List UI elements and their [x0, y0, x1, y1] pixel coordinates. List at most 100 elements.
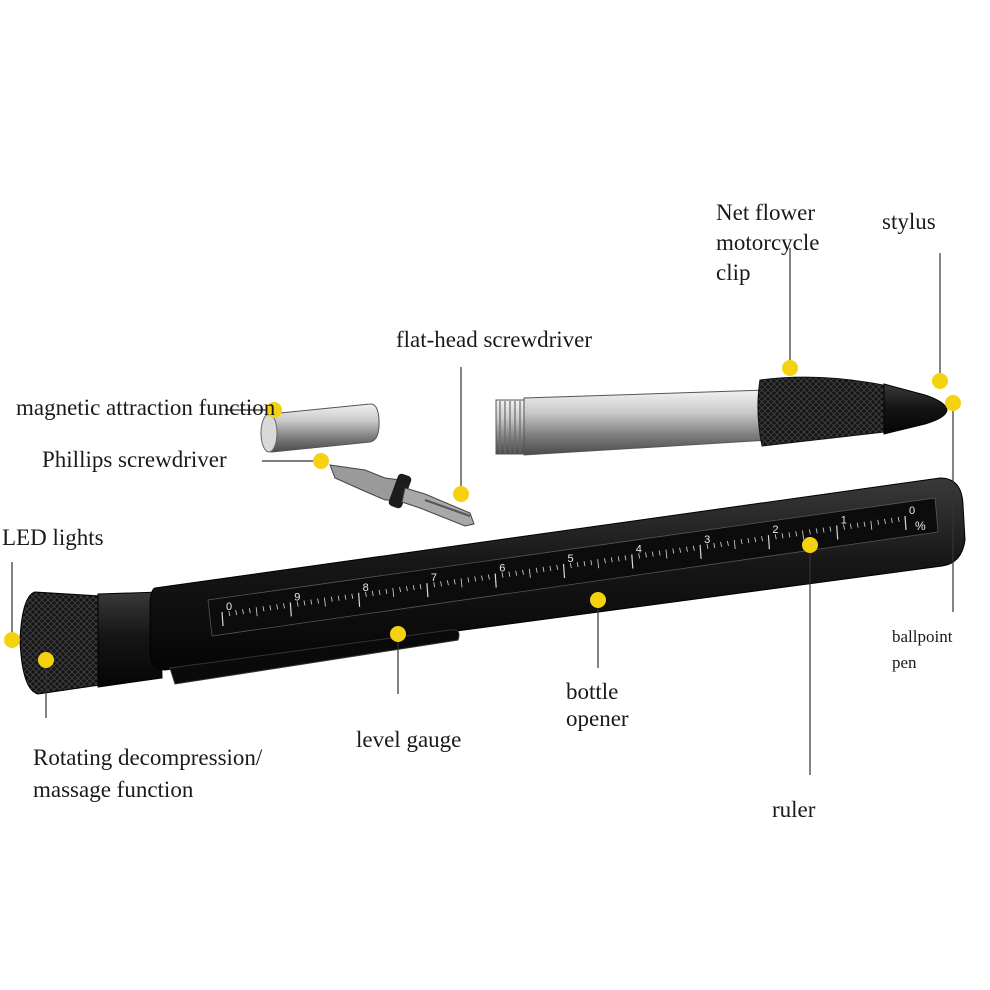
ruler-tick	[808, 529, 811, 535]
ruler-number: 7	[431, 572, 437, 584]
ruler-tick	[508, 571, 511, 577]
ruler-tick	[576, 562, 579, 568]
pen-main-body	[19, 477, 966, 695]
ruler-tick	[761, 536, 763, 542]
ruler-tick	[836, 525, 839, 540]
ruler-tick	[802, 530, 804, 540]
label-ballpoint-pen: ballpoint pen	[892, 627, 953, 672]
ruler-tick	[344, 594, 347, 600]
ruler-tick	[733, 539, 736, 550]
ruler-tick	[501, 572, 504, 578]
ruler-tick	[822, 527, 825, 533]
ruler-tick	[474, 576, 477, 582]
marker-rotating	[38, 652, 54, 668]
ruler-tick	[426, 583, 429, 598]
ruler-tick	[624, 555, 627, 561]
ruler-tick	[399, 586, 401, 593]
ruler-tick	[542, 566, 545, 572]
ruler-tick	[651, 551, 654, 557]
ruler-tick	[747, 538, 750, 544]
ruler-tick	[610, 557, 613, 563]
marker-ruler	[802, 537, 818, 553]
ruler-tick	[699, 544, 702, 559]
ruler-tick	[296, 601, 299, 607]
ruler-tick	[528, 568, 531, 578]
pen-cap-stylus	[495, 376, 948, 456]
ruler-tick	[351, 593, 354, 599]
ruler-tick	[269, 605, 272, 611]
ruler-tick	[686, 546, 688, 552]
ruler-tick	[665, 549, 668, 559]
ruler-tick	[562, 563, 566, 579]
ruler-tick	[535, 567, 538, 573]
label-flathead-screwdriver: flat-head screwdriver	[396, 327, 593, 352]
ruler-tick	[310, 599, 313, 605]
leader-lines	[11, 248, 954, 775]
marker-led	[4, 632, 20, 648]
ruler-number: 3	[704, 534, 710, 546]
ruler-tick	[242, 609, 244, 615]
ruler-tick	[597, 559, 600, 569]
ruler-tick	[481, 575, 483, 581]
label-led-lights: LED lights	[2, 525, 104, 550]
ruler-tick	[795, 531, 798, 537]
marker-phillips	[313, 453, 329, 469]
ruler-tick	[235, 610, 238, 616]
marker-level	[390, 626, 406, 642]
ruler-tick	[406, 586, 408, 592]
marker-bottle	[590, 592, 606, 608]
ruler-tick	[289, 602, 292, 617]
ruler-tick	[638, 553, 641, 559]
ruler-tick	[631, 554, 634, 569]
ruler-tick	[843, 524, 845, 530]
ruler-unit: %	[915, 519, 926, 533]
ruler-tick	[788, 532, 791, 538]
ruler-tick	[440, 581, 442, 587]
ruler-tick	[248, 608, 251, 614]
ruler-tick	[487, 574, 490, 580]
marker-stylus	[932, 373, 948, 389]
ruler-tick	[419, 584, 422, 590]
ruler-number: 5	[568, 553, 574, 565]
ruler-tick	[283, 603, 285, 609]
ruler-tick	[467, 577, 470, 583]
marker-magnetic	[266, 402, 282, 418]
ruler-tick	[569, 562, 572, 569]
marker-clip	[782, 360, 798, 376]
ruler-tick	[549, 565, 552, 571]
ruler-tick	[884, 518, 886, 524]
ruler-tick	[774, 534, 777, 540]
ruler-tick	[460, 578, 463, 588]
ruler-tick	[645, 552, 647, 558]
label-bottle-opener: bottle opener	[566, 679, 629, 731]
marker-ballpoint	[945, 395, 961, 411]
ruler-tick	[897, 516, 900, 523]
ruler-tick	[365, 591, 367, 597]
ruler-tick	[515, 570, 518, 576]
ruler-tick	[378, 589, 381, 595]
marker-flathead	[453, 486, 469, 502]
ruler-tick	[556, 564, 559, 571]
ruler-tick	[255, 607, 258, 617]
ruler-number: 9	[294, 591, 300, 603]
screwdriver-bit	[329, 464, 475, 527]
ruler-tick	[453, 579, 456, 585]
ruler-tick	[713, 542, 716, 548]
ruler-tick	[590, 560, 593, 566]
ruler-tick	[727, 540, 729, 547]
ruler-tick	[276, 604, 279, 610]
ruler-number: 1	[841, 515, 847, 527]
ruler-number: 8	[363, 582, 369, 594]
ruler-tick	[337, 595, 340, 601]
ruler-tick	[412, 585, 415, 591]
ruler-tick	[706, 543, 709, 549]
ruler-tick	[856, 522, 859, 528]
ruler-number: 2	[772, 524, 778, 536]
ruler-tick	[303, 600, 306, 606]
ruler-number: 4	[636, 543, 642, 555]
ruler-tick	[767, 535, 770, 550]
ruler-tick	[583, 561, 586, 567]
ruler-tick	[877, 519, 880, 525]
